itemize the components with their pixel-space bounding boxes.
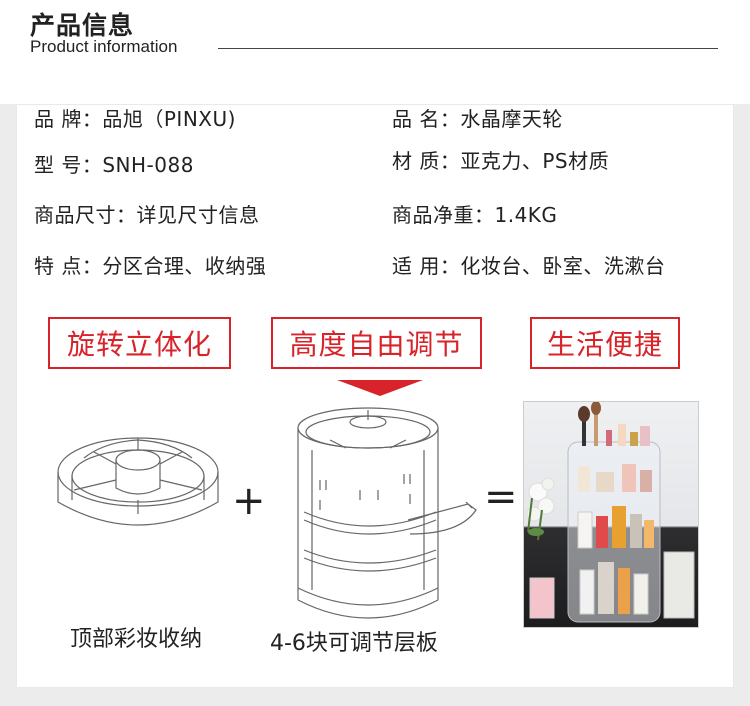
spec-feature: 特 点：分区合理、收纳强 (34, 254, 267, 278)
spec-brand: 品 牌：品旭（PINXU) (34, 107, 236, 131)
title-divider (218, 48, 718, 49)
spec-usage: 适 用：化妆台、卧室、洗漱台 (392, 254, 666, 278)
bottom-margin-shade (0, 688, 750, 706)
header: 产品信息 Product information (0, 0, 750, 104)
plus-sign: + (232, 478, 266, 524)
equals-sign: = (484, 474, 518, 520)
spec-material: 材 质：亚克力、PS材质 (392, 149, 610, 173)
left-margin-shade (0, 104, 16, 706)
tag-convenient: 生活便捷 (530, 317, 680, 369)
organizer-illustration (297, 407, 477, 619)
spec-model: 型 号：SNH-088 (34, 153, 194, 177)
caption-top-tray: 顶部彩妆收纳 (70, 627, 203, 652)
caption-shelves: 4-6块可调节层板 (270, 631, 438, 656)
top-tray-illustration (57, 437, 219, 526)
section-subtitle: Product information (30, 37, 178, 56)
right-margin-shade (734, 104, 750, 706)
tag-rotate: 旋转立体化 (48, 317, 231, 369)
spec-size: 商品尺寸：详见尺寸信息 (34, 203, 260, 227)
tag-height-adjust: 高度自由调节 (271, 317, 482, 369)
product-photo-image (526, 402, 695, 623)
spec-weight: 商品净重：1.4KG (392, 203, 558, 227)
product-photo (523, 401, 699, 628)
section-title: 产品信息 (30, 11, 135, 40)
spec-name: 品 名：水晶摩天轮 (392, 107, 563, 131)
arrow-down-icon (337, 380, 423, 396)
